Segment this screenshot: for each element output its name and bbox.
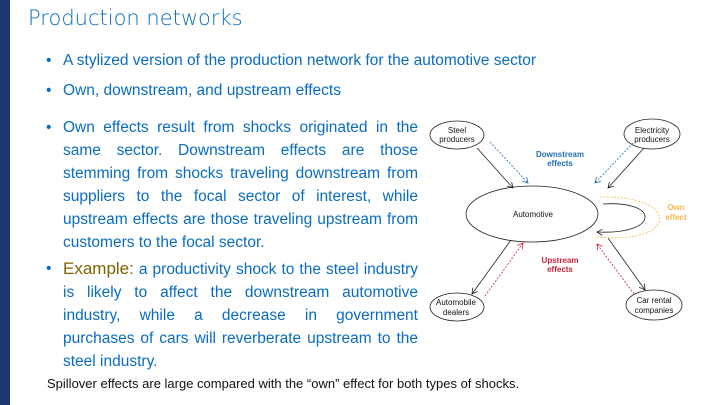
label-electricity-2: producers [634, 135, 670, 144]
downstream-arrow-elec [595, 142, 634, 183]
label-automotive: Automotive [513, 210, 554, 219]
label-dealers: Automobile [436, 298, 477, 307]
downstream-arrow-steel [489, 141, 528, 183]
bullet-3: •Own effects result from shocks originat… [46, 119, 418, 251]
example-text: a productivity shock to the steel indust… [63, 261, 418, 370]
bullet-2: •Own, downstream, and upstream effects [46, 82, 341, 99]
node-automotive [465, 185, 599, 243]
label-upstream: Upstream [542, 256, 579, 265]
label-downstream-2: effects [547, 159, 573, 168]
bullet-1: •A stylized version of the production ne… [46, 52, 536, 69]
arrow-elec-auto [608, 147, 645, 188]
label-rental: Car rental [636, 296, 671, 305]
label-steel-2: producers [439, 135, 475, 144]
own-effect-arc [596, 196, 660, 239]
label-upstream-2: effects [547, 265, 573, 274]
footer-note: Spillover effects are large compared wit… [47, 376, 520, 391]
node-steel [429, 120, 485, 150]
label-dealers-2: dealers [443, 308, 469, 317]
label-electricity: Electricity [635, 126, 669, 135]
node-electricity [623, 118, 681, 150]
arrow-auto-rental [607, 237, 645, 290]
bullet-text: Own effects result from shocks originate… [63, 119, 418, 251]
label-downstream: Downstream [536, 150, 584, 159]
bullet-text: A stylized version of the production net… [63, 52, 536, 69]
label-own: Own [667, 203, 684, 212]
left-accent-bar [0, 0, 10, 405]
node-dealers [429, 292, 485, 322]
slide-title: Production networks [28, 6, 243, 30]
label-steel: Steel [448, 126, 466, 135]
label-rental-2: companies [635, 306, 674, 315]
arrow-steel-auto [476, 147, 513, 188]
upstream-arrow-rental [597, 244, 635, 295]
example-label: Example: [63, 259, 134, 278]
arrow-self-loop [597, 203, 646, 233]
bullet-text: Own, downstream, and upstream effects [63, 82, 341, 99]
node-rental [625, 289, 683, 321]
arrow-auto-dealers [472, 239, 512, 294]
bullet-example: •Example: a productivity shock to the st… [46, 259, 418, 370]
upstream-arrow-dealers [484, 243, 523, 297]
label-own-2: effect [665, 213, 687, 222]
